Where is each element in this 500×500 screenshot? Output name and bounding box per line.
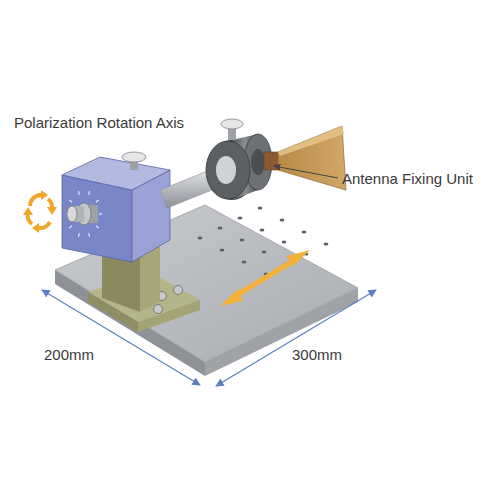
lock-knob: [122, 152, 146, 162]
mounting-holes: [280, 218, 285, 221]
rotation-icon: [39, 222, 50, 228]
rotation-knob: [67, 206, 77, 222]
mounting-holes: [260, 228, 265, 231]
rotation-icon: [30, 195, 41, 206]
antenna-holder: [221, 119, 243, 129]
mounting-holes: [218, 226, 223, 229]
mounting-holes: [324, 242, 329, 245]
rotation-icon: [23, 190, 57, 233]
antenna-holder: [251, 149, 265, 175]
rotation-knob: [67, 206, 77, 222]
slide-arrow: [232, 258, 298, 298]
antenna-holder: [206, 119, 272, 200]
mounting-holes: [262, 250, 267, 253]
mounting-holes: [242, 260, 247, 263]
dial-ticks: [78, 191, 80, 195]
horn-antenna: [264, 152, 278, 170]
rotation-icon: [32, 223, 39, 233]
slide-arrow: [220, 250, 310, 306]
dial-ticks: [69, 226, 71, 228]
mounting-holes: [302, 230, 307, 233]
mounting-holes: [258, 206, 263, 209]
dimension-line: [42, 290, 376, 386]
dial-ticks: [88, 191, 90, 195]
leader-line: [274, 166, 338, 178]
rotation-box: [62, 157, 170, 262]
slide-arrow: [287, 250, 310, 267]
mounting-holes: [282, 240, 287, 243]
horn-antenna: [264, 126, 346, 190]
horn-antenna: [278, 126, 344, 156]
rotation-box: [62, 157, 170, 190]
antenna-holder: [216, 156, 236, 184]
dial-ticks: [69, 200, 71, 202]
rotation-icon: [41, 190, 48, 200]
dimension-label: 200mm: [44, 346, 94, 363]
dial-ticks: [96, 226, 98, 228]
dial-ticks: [66, 191, 102, 237]
rotation-icon: [23, 207, 33, 215]
dimension-line: [216, 290, 376, 386]
mounting-holes: [198, 206, 329, 275]
dimension-label: 300mm: [292, 346, 342, 363]
rotation-knob: [67, 203, 98, 225]
mounting-holes: [220, 248, 225, 251]
part-label: Polarization Rotation Axis: [14, 114, 184, 131]
stand-base: [174, 286, 183, 295]
rotation-icon: [47, 207, 57, 215]
horn-antenna: [278, 126, 346, 190]
part-label: Antenna Fixing Unit: [342, 170, 473, 187]
stand-base: [154, 305, 163, 314]
leader-line: [274, 166, 338, 178]
antenna-holder: [206, 141, 250, 199]
mounting-holes: [240, 238, 245, 241]
slide-arrow: [220, 289, 243, 306]
dial-ticks: [96, 200, 98, 202]
dial-ticks: [78, 233, 80, 237]
dial-ticks: [99, 213, 102, 214]
dial-ticks: [88, 233, 90, 237]
mounting-holes: [238, 216, 243, 219]
lock-knob: [122, 152, 146, 170]
mounting-holes: [198, 236, 203, 239]
